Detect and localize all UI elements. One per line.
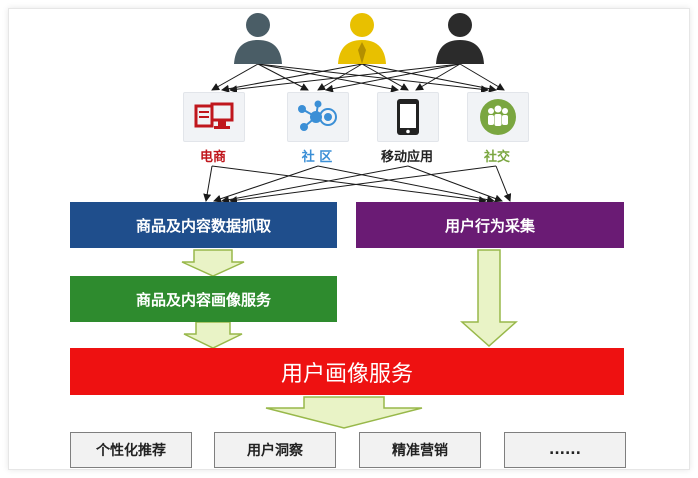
output-personalized-recommendation: 个性化推荐 <box>70 432 192 468</box>
box-user-profile-service: 用户画像服务 <box>70 348 624 395</box>
social-group-icon <box>467 92 529 142</box>
arrow-content-to-profile <box>183 321 243 349</box>
mobile-app-icon <box>377 92 439 142</box>
channel-label-mobile-app: 移动应用 <box>380 150 433 165</box>
channel-label-ecommerce: 电商 <box>199 150 226 165</box>
arrow-collect-to-profile <box>460 249 518 348</box>
output-more: ...... <box>504 432 626 468</box>
user-gray-shape <box>234 13 282 64</box>
output-user-insight: 用户洞察 <box>214 432 336 468</box>
output-precision-marketing: 精准营销 <box>359 432 481 468</box>
channel-label-social: 社交 <box>483 150 510 165</box>
channel-box-links <box>203 165 512 205</box>
box-behavior-collect: 用户行为采集 <box>356 202 624 248</box>
user-gray-icon <box>228 8 288 68</box>
community-network-icon <box>287 92 349 142</box>
arrow-crawl-to-content <box>181 249 245 277</box>
user-black-icon <box>430 8 490 68</box>
user-channel-links <box>211 63 505 94</box>
box-content-profile-service: 商品及内容画像服务 <box>70 276 337 322</box>
channel-label-community: 社 区 <box>301 150 333 165</box>
ecommerce-computer-icon <box>183 92 245 142</box>
user-gold-icon <box>332 8 392 68</box>
arrow-profile-to-outputs <box>265 396 423 429</box>
box-content-crawl: 商品及内容数据抓取 <box>70 202 337 248</box>
